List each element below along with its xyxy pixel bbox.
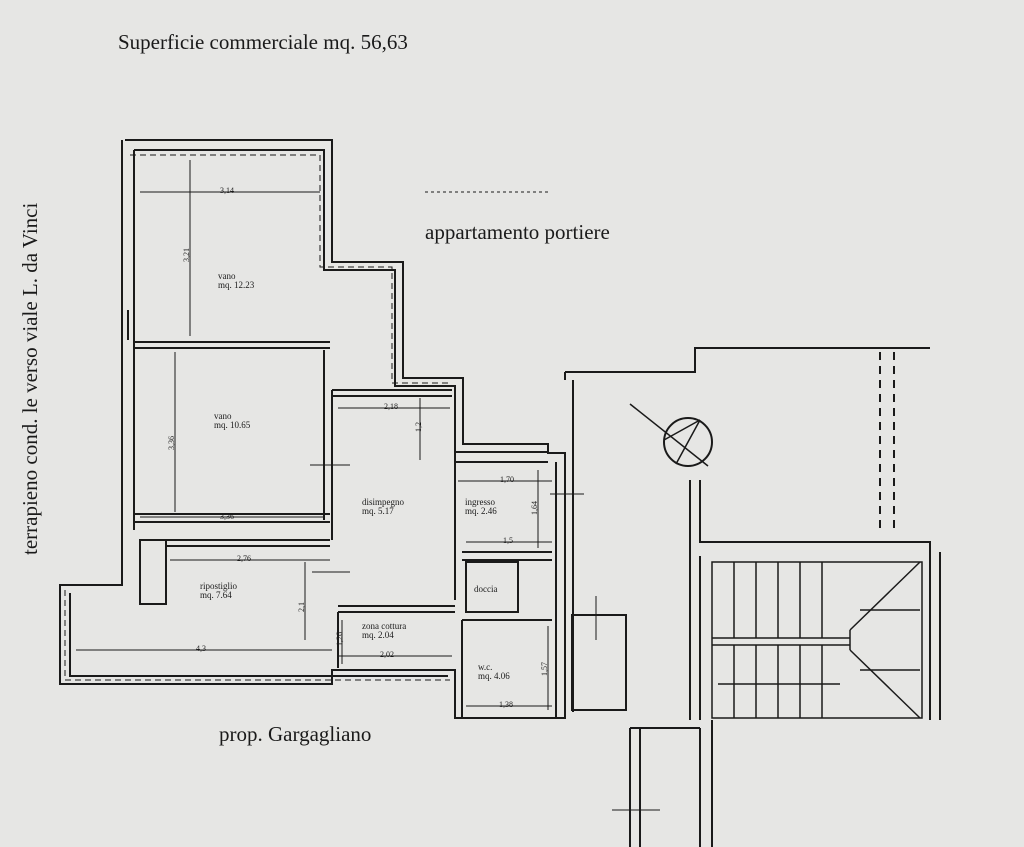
dimension-label: 3,14 (220, 186, 234, 195)
left-side-label: terrapieno cond. le verso viale L. da Vi… (18, 202, 42, 555)
dimension-label: 3,36 (220, 512, 234, 521)
room-name: ripostiglio (200, 581, 238, 591)
dimension-label: 1,57 (540, 662, 549, 676)
dimension-label: 1,26 (335, 632, 344, 646)
room-ripostiglio: ripostiglio mq. 7.64 (200, 582, 237, 600)
doccia-box (465, 561, 519, 613)
page-title: Superficie commerciale mq. 56,63 (118, 30, 408, 54)
dimension-label: 3,21 (182, 248, 191, 262)
room-doccia: doccia (474, 585, 497, 594)
room-vano-1: vano mq. 12.23 (218, 272, 254, 290)
dimension-label: 1,70 (500, 475, 514, 484)
lift-symbol (663, 417, 713, 467)
room-area: mq. 7.64 (200, 590, 232, 600)
insulation-line-bottom (64, 590, 450, 681)
dimension-label: 1,38 (499, 700, 513, 709)
room-name: disimpegno (362, 497, 404, 507)
room-vano-2: vano mq. 10.65 (214, 412, 250, 430)
bottom-neighbor-label: prop. Gargagliano (219, 722, 372, 746)
dimension-label: 1,5 (503, 536, 513, 545)
top-neighbor-label: appartamento portiere (425, 220, 610, 244)
dimension-label: 4,3 (196, 644, 206, 653)
dimension-label: 3,36 (167, 436, 176, 450)
room-wc: w.c. mq. 4.06 (478, 663, 510, 681)
outer-wall (59, 139, 566, 719)
room-area: mq. 5.17 (362, 506, 394, 516)
room-name: doccia (474, 584, 498, 594)
room-area: mq. 12.23 (218, 280, 255, 290)
room-name: w.c. (478, 662, 493, 672)
dimension-label: 2,02 (380, 650, 394, 659)
dimension-label: 2,1 (297, 602, 306, 612)
room-name: vano (218, 271, 236, 281)
insulation-line (130, 154, 452, 384)
room-area: mq. 10.65 (214, 420, 251, 430)
dimension-label: 1,2 (414, 422, 423, 432)
outer-wall-bottom-inner (69, 593, 448, 677)
room-name: ingresso (465, 497, 495, 507)
dimension-label: 2,18 (384, 402, 398, 411)
room-disimpegno: disimpegno mq. 5.17 (362, 498, 404, 516)
dimension-label: 1,64 (530, 501, 539, 515)
room-ingresso: ingresso mq. 2.46 (465, 498, 497, 516)
column (139, 539, 167, 605)
room-area: mq. 4.06 (478, 671, 510, 681)
staircase (711, 561, 923, 719)
room-name: vano (214, 411, 232, 421)
adjacent-wall (565, 347, 930, 373)
outer-wall-inner (134, 149, 548, 453)
dimension-label: 2,76 (237, 554, 251, 563)
room-name: zona cottura (362, 621, 407, 631)
room-area: mq. 2.46 (465, 506, 497, 516)
room-zona-cottura: zona cottura mq. 2.04 (362, 622, 406, 640)
room-area: mq. 2.04 (362, 630, 394, 640)
